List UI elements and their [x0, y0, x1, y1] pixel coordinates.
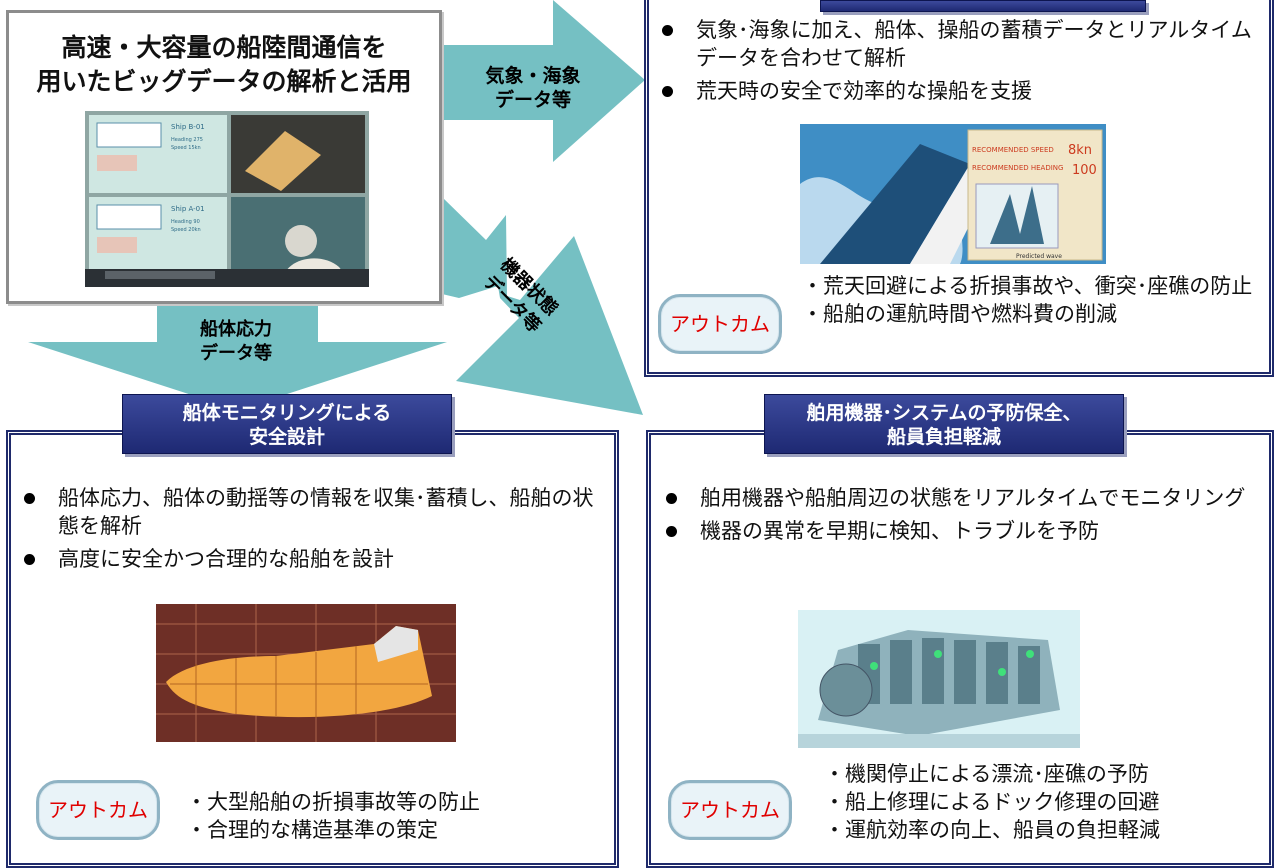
outcome-item: 合理的な構造基準の策定	[186, 816, 606, 844]
hull-monitoring-outcome-badge: アウトカム	[36, 780, 160, 840]
bullet-dot	[666, 526, 677, 537]
bullet-dot	[24, 554, 35, 565]
bullet-dot	[666, 493, 677, 504]
bullet-item: 気象･海象に加え、船体、操船の蓄積データとリアルタイムデータを合わせて解析	[650, 16, 1260, 72]
bullet-item: 舶用機器や船舶周辺の状態をリアルタイムでモニタリング	[654, 484, 1264, 512]
hull-stress-data-arrow	[28, 303, 447, 410]
recommended-speed-label: RECOMMENDED SPEED	[972, 146, 1054, 154]
bullet-dot	[662, 86, 673, 97]
source-title: 高速・大容量の船陸間通信を 用いたビッグデータの解析と活用	[36, 33, 412, 96]
weather-routing-outcomes: 荒天回避による折損事故や、衝突･座礁の防止 船舶の運航時間や燃料費の削減	[802, 272, 1262, 328]
equipment-maintenance-outcome-badge: アウトカム	[668, 780, 792, 840]
equipment-maintenance-bullets: 舶用機器や船舶周辺の状態をリアルタイムでモニタリング 機器の異常を早期に検知、ト…	[654, 484, 1264, 550]
bullet-item: 荒天時の安全で効率的な操船を支援	[650, 77, 1260, 105]
hull-structure-illustration	[156, 604, 456, 742]
outcome-item: 機関停止による漂流･座礁の予防	[824, 760, 1264, 788]
hull-stress-arrow-label: 船体応力 データ等	[200, 319, 272, 364]
outcome-item: 運航効率の向上、船員の負担軽減	[824, 816, 1264, 844]
bullet-item: 機器の異常を早期に検知、トラブルを予防	[654, 517, 1264, 545]
big-data-source-panel: 高速・大容量の船陸間通信を 用いたビッグデータの解析と活用 Ship B-01 …	[6, 10, 442, 304]
ship-a-heading: Heading 90	[171, 219, 200, 225]
ship-b-speed: Speed 15kn	[171, 145, 201, 151]
weather-routing-bullets: 気象･海象に加え、船体、操船の蓄積データとリアルタイムデータを合わせて解析 荒天…	[650, 16, 1260, 110]
equipment-maintenance-outcomes: 機関停止による漂流･座礁の予防 船上修理によるドック修理の回避 運航効率の向上、…	[824, 760, 1264, 844]
marine-engine-illustration	[798, 610, 1080, 748]
weather-routing-header-tab	[820, 0, 1146, 12]
ship-b-label: Ship B-01	[171, 123, 205, 131]
equipment-maintenance-title: 舶用機器･システムの予防保全、 船員負担軽減	[764, 394, 1124, 454]
outcome-item: 船上修理によるドック修理の回避	[824, 788, 1264, 816]
outcome-item: 船舶の運航時間や燃料費の削減	[802, 300, 1262, 328]
weather-arrow-label: 気象・海象 データ等	[485, 65, 581, 111]
bullet-item: 高度に安全かつ合理的な船舶を設計	[12, 545, 602, 573]
hull-monitoring-title: 船体モニタリングによる 安全設計	[122, 394, 452, 454]
recommended-heading-value: 100	[1072, 163, 1097, 178]
predicted-wave-label: Predicted wave	[1016, 253, 1062, 260]
ship-b-heading: Heading 275	[171, 137, 203, 143]
outcome-item: 大型船舶の折損事故等の防止	[186, 788, 606, 816]
hull-monitoring-outcomes: 大型船舶の折損事故等の防止 合理的な構造基準の策定	[186, 788, 606, 844]
recommended-heading-label: RECOMMENDED HEADING	[972, 164, 1063, 172]
weather-routing-illustration: RECOMMENDED SPEED 8kn RECOMMENDED HEADIN…	[800, 124, 1106, 264]
outcome-item: 荒天回避による折損事故や、衝突･座礁の防止	[802, 272, 1262, 300]
recommended-speed-value: 8kn	[1068, 143, 1092, 158]
ship-a-speed: Speed 20kn	[171, 227, 201, 233]
ship-a-label: Ship A-01	[171, 205, 205, 213]
control-room-illustration: Ship B-01 Heading 275 Speed 15kn Ship A-…	[85, 111, 369, 287]
hull-monitoring-bullets: 船体応力、船体の動揺等の情報を収集･蓄積し、船舶の状態を解析 高度に安全かつ合理…	[12, 484, 602, 578]
weather-data-arrow	[443, 0, 645, 162]
bullet-dot	[24, 493, 35, 504]
weather-routing-outcome-badge: アウトカム	[658, 294, 782, 354]
equipment-data-arrow	[412, 197, 643, 415]
bullet-dot	[662, 25, 673, 36]
bullet-item: 船体応力、船体の動揺等の情報を収集･蓄積し、船舶の状態を解析	[12, 484, 602, 540]
